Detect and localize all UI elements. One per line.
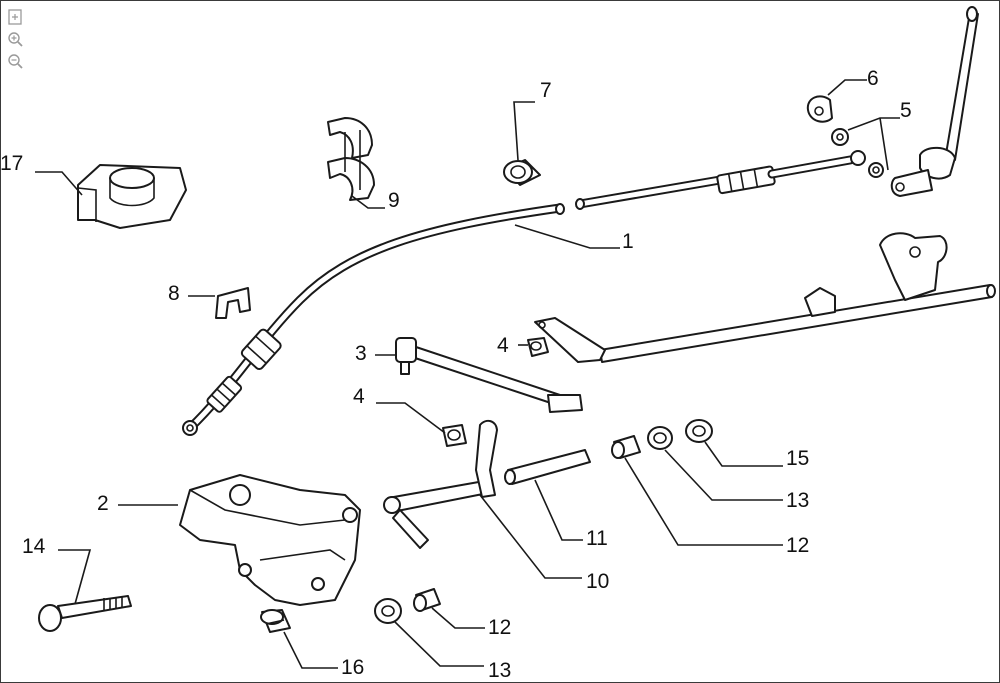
callout-8: 8 [168,282,180,305]
part-1-shift-cable: 1 [182,6,979,436]
shift-rod-assembly [534,232,996,363]
part-13-washer-lower: 13 [374,598,511,682]
callout-5: 5 [900,99,912,122]
callout-9: 9 [388,189,400,212]
part-5-washers: 5 [831,99,912,178]
zoom-in-icon[interactable] [6,30,24,48]
part-14-bolt: 14 [22,535,132,632]
part-4-bush-upper: 4 [497,334,549,357]
part-12-bush-lower: 12 [413,588,511,639]
callout-4-lower: 4 [353,385,365,408]
callout-7: 7 [540,79,552,102]
callout-13-lower: 13 [488,659,511,682]
callout-15: 15 [786,447,809,470]
part-15-washer: 15 [685,419,809,470]
part-13-washer-upper: 13 [647,426,809,512]
part-3-selector-rod: 3 [355,337,583,413]
callout-14: 14 [22,535,46,558]
part-17-housing: 17 [0,152,187,229]
zoom-out-icon[interactable] [6,52,24,70]
part-16-screw: 16 [260,609,364,679]
part-9-clamp: 9 [327,117,400,212]
part-6-clip: 6 [806,67,879,123]
callout-13-upper: 13 [786,489,809,512]
callout-6: 6 [867,67,879,90]
callout-12-upper: 12 [786,534,809,557]
part-4-bush-lower: 4 [353,385,467,447]
part-10-shift-lever: 10 [383,419,609,593]
part-7-grommet: 7 [503,79,552,186]
callout-10: 10 [586,570,609,593]
callout-17: 17 [0,152,23,175]
zoom-toolbar [6,8,24,70]
part-8-clip: 8 [168,282,251,319]
part-11-pin: 11 [504,449,608,550]
callout-16: 16 [341,656,364,679]
callout-12-lower: 12 [488,616,511,639]
part-12-bush-upper: 12 [611,435,809,557]
fit-page-icon[interactable] [6,8,24,26]
callout-4-upper: 4 [497,334,509,357]
part-2-bracket: 2 [97,474,361,606]
callout-1: 1 [622,230,634,253]
callout-3: 3 [355,342,367,365]
callout-2: 2 [97,492,109,515]
callout-11: 11 [586,527,608,550]
